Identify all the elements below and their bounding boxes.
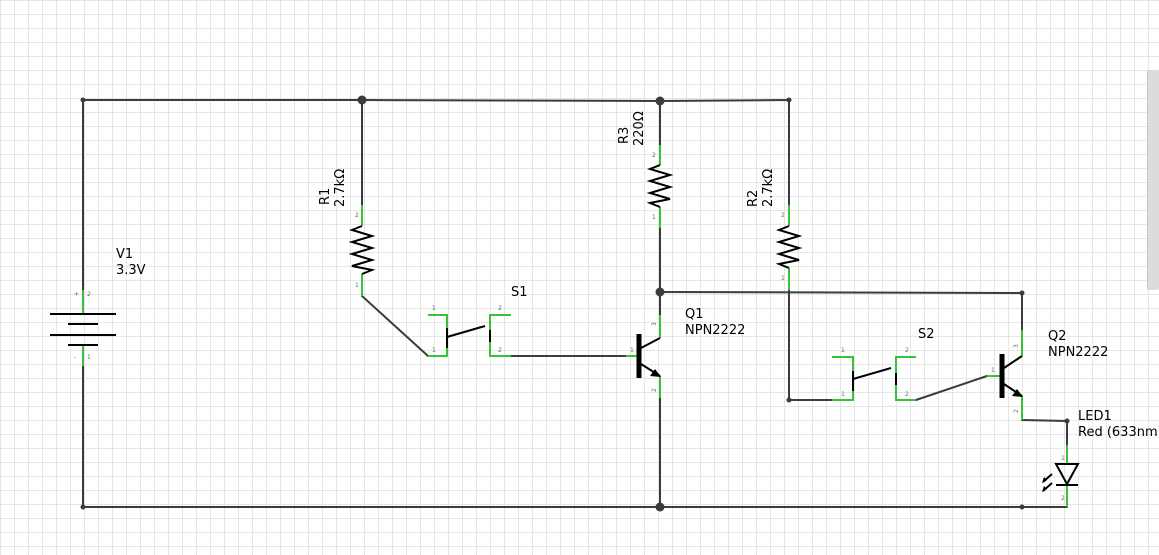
resistor-r1[interactable]: 2 1 R1 2.7kΩ [318,169,376,296]
v1-pin1-number: 1 [87,354,91,361]
s1-pin1-number: 1 [432,305,436,312]
s1-pin2-number: 2 [498,305,502,312]
q1-value-label: NPN2222 [685,323,745,338]
r1-pin2-number: 2 [355,212,359,219]
junction-dot[interactable] [655,96,665,106]
r2-ref-label: R2 [746,190,761,207]
led1-pin1-number: 1 [1061,455,1065,462]
wires [82,99,1068,508]
s1-ref-label: S1 [511,285,528,300]
r2-value-label: 2.7kΩ [761,169,776,207]
switch-lever [446,325,486,338]
emitter-arrow [1012,389,1023,397]
v1-value-label: 3.3V [116,263,146,278]
transistor-collector [640,337,661,349]
transistor-q2[interactable]: 1 3 2 Q2 NPN2222 [987,329,1108,420]
resistor-zigzag [775,225,803,269]
q2-value-label: NPN2222 [1048,345,1108,360]
pin-line [428,314,448,357]
r3-pin1-number: 1 [652,214,656,221]
wire-r1-s1[interactable] [361,295,429,357]
q1-pin2-number: 2 [651,388,658,392]
r2-pin1-number: 1 [781,275,785,282]
wire-endpoint[interactable] [1019,290,1025,296]
r3-ref-label: R3 [617,127,632,144]
r1-ref-label: R1 [318,188,333,205]
wire-top-rail[interactable] [82,99,790,103]
junction-dot[interactable] [655,502,665,512]
r3-value-label: 220Ω [632,111,647,146]
q2-pin2-number: 2 [1013,409,1020,413]
wire-endpoint[interactable] [80,504,86,510]
q2-pin1-number: 1 [991,367,995,374]
v1-pin2-number: 2 [87,291,91,298]
junctions [80,95,1070,512]
q1-pin1-number: 1 [630,347,634,354]
wire-q2-led[interactable] [1021,419,1068,446]
r3-pin2-number: 2 [652,152,656,159]
v1-ref-label: V1 [116,247,133,262]
resistor-r3[interactable]: 2 1 R3 220Ω [617,111,674,228]
r1-pin1-number: 1 [355,282,359,289]
junction-dot[interactable] [357,95,367,105]
led-triangle [1054,463,1080,487]
wire-endpoint[interactable] [786,97,792,103]
v1-minus-sign: - [74,354,76,361]
resistor-zigzag [646,164,674,208]
switch-s2[interactable]: 1 1 2 2 S2 [832,327,935,401]
led1-value-label: Red (633nm) [1078,425,1159,440]
emitter-arrow [650,369,661,377]
v1-plus-sign: + [74,291,79,298]
led-led1[interactable]: 1 2 LED1 Red (633nm) [1042,409,1159,507]
wire-endpoint[interactable] [786,397,792,403]
switch-s1[interactable]: 1 1 2 2 S1 [428,285,528,357]
q2-pin3-number: 3 [1013,344,1020,348]
wire-endpoint[interactable] [1019,504,1025,510]
light-emission-icon [1042,473,1053,492]
wire-endpoint[interactable] [1064,418,1070,424]
s2-pin1-number-bottom: 1 [841,391,845,398]
q1-pin3-number: 3 [651,322,658,326]
resistor-zigzag [348,225,376,275]
switch-lever [852,367,892,380]
s2-pin1-number: 1 [841,347,845,354]
transistor-q1[interactable]: 1 3 2 Q1 NPN2222 [626,307,745,398]
transistor-collector [1003,355,1023,369]
wire-r2-s2[interactable] [788,277,833,401]
led1-pin2-number: 2 [1061,495,1065,502]
q2-ref-label: Q2 [1048,329,1067,344]
s1-pin1-number-bottom: 1 [432,347,436,354]
q1-ref-label: Q1 [685,307,704,322]
s1-pin2-number-bottom: 2 [498,347,502,354]
s2-ref-label: S2 [918,327,935,342]
wire-s2-q2[interactable] [915,375,988,401]
resistor-r2[interactable]: 2 1 R2 2.7kΩ [746,169,803,290]
r1-value-label: 2.7kΩ [333,169,348,207]
wire-endpoint[interactable] [80,97,86,103]
r2-pin2-number: 2 [781,212,785,219]
vertical-scrollbar[interactable] [1147,70,1159,290]
s2-pin2-number-bottom: 2 [905,391,909,398]
led1-ref-label: LED1 [1078,409,1112,424]
junction-dot[interactable] [655,287,665,297]
s2-pin2-number: 2 [905,347,909,354]
battery-v1[interactable]: + 2 - 1 V1 3.3V [50,247,146,366]
